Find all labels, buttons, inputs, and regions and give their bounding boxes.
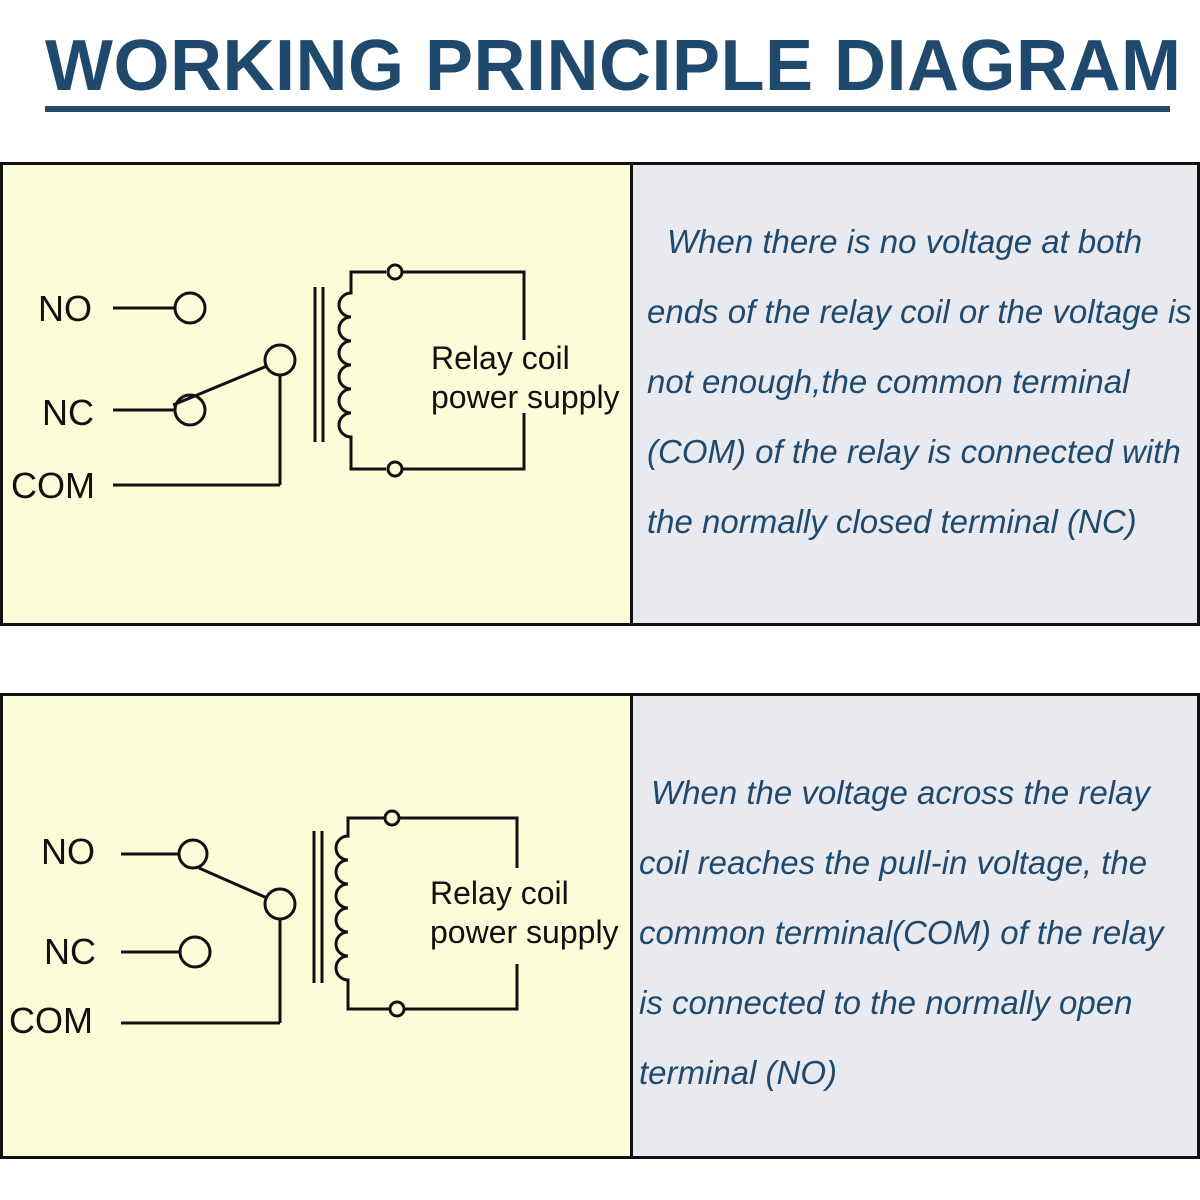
- panel-de-energized: NO NC COM Relay coil: [0, 162, 1200, 626]
- diagram-box: NO NC COM Relay coil: [0, 162, 633, 626]
- page-title: WORKING PRINCIPLE DIAGRAM: [45, 26, 1182, 106]
- diagram-box: NO NC COM Relay coil: [0, 693, 633, 1159]
- supply-top-wire: [402, 270, 526, 340]
- coil-label-line-2: power supply: [430, 914, 619, 950]
- terminal-label-nc: NC: [42, 392, 94, 433]
- supply-bottom-wire: [402, 413, 526, 471]
- coil-top-terminal: [383, 809, 401, 827]
- relay-diagram: NO NC COM Relay coil: [9, 809, 619, 1041]
- coil-winding: [334, 820, 391, 1011]
- coil-bottom-terminal: [386, 460, 404, 478]
- terminal-label-com: COM: [9, 1000, 93, 1041]
- terminal-label-no: NO: [38, 288, 92, 329]
- armature-arm: [198, 866, 268, 900]
- title-underline: [45, 106, 1170, 112]
- coil-top-terminal: [386, 263, 404, 281]
- panel-energized: NO NC COM Relay coil: [0, 693, 1200, 1159]
- terminal-label-nc: NC: [44, 931, 96, 972]
- armature-pivot: [263, 887, 297, 921]
- description-box: When the voltage across the relay coil r…: [630, 693, 1200, 1159]
- relay-diagram: NO NC COM Relay coil: [11, 263, 620, 506]
- coil-top-lead: [346, 816, 385, 820]
- terminal-label-no: NO: [41, 831, 95, 872]
- coil-bottom-terminal: [388, 1000, 406, 1018]
- description-text: When the voltage across the relay coil r…: [639, 774, 1164, 1091]
- no-contact: [177, 838, 209, 870]
- armature-arm: [172, 364, 268, 407]
- supply-bottom-wire: [404, 964, 519, 1011]
- terminal-label-com: COM: [11, 465, 95, 506]
- no-contact: [173, 291, 207, 325]
- coil-winding: [337, 275, 386, 471]
- coil-label-line-1: Relay coil: [431, 340, 570, 376]
- supply-top-wire: [399, 816, 519, 868]
- description-text: When there is no voltage at both ends of…: [647, 223, 1192, 540]
- description-box: When there is no voltage at both ends of…: [630, 162, 1200, 626]
- coil-label-line-2: power supply: [431, 379, 620, 415]
- armature-pivot: [263, 343, 297, 377]
- coil-label-line-1: Relay coil: [430, 875, 569, 911]
- coil-top-lead: [349, 270, 386, 275]
- nc-contact: [178, 935, 212, 969]
